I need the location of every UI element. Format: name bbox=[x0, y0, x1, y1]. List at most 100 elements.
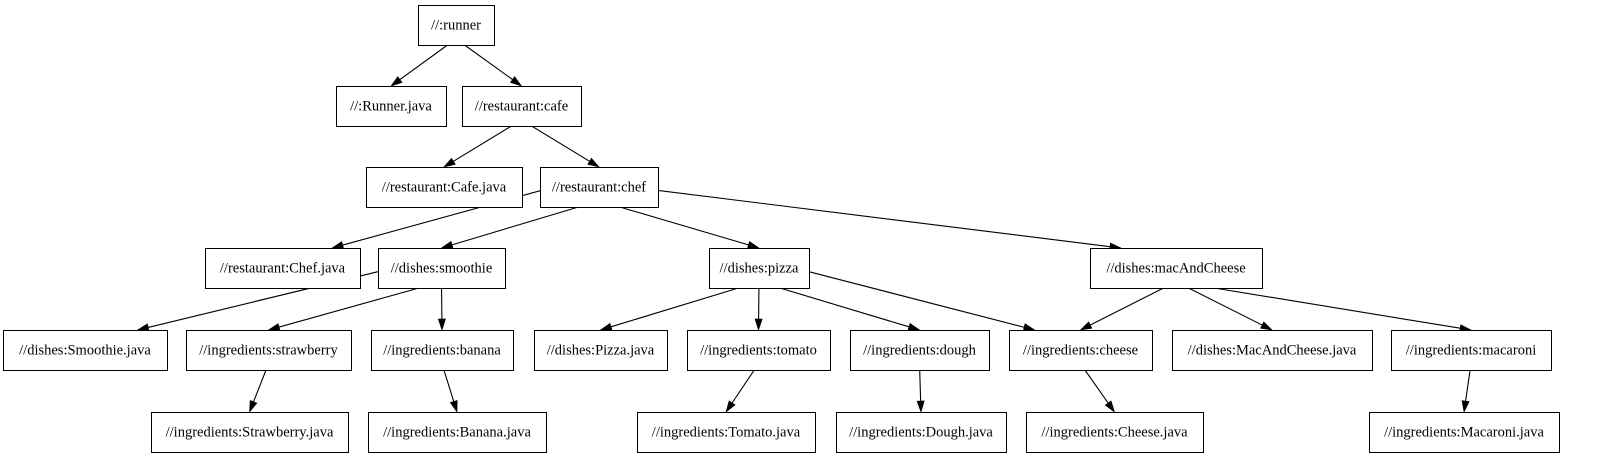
graph-node[interactable]: //ingredients:cheese bbox=[1009, 330, 1153, 371]
graph-node[interactable]: //ingredients:Banana.java bbox=[368, 412, 547, 453]
graph-edge bbox=[1084, 369, 1116, 413]
graph-node[interactable]: //restaurant:chef bbox=[540, 167, 659, 208]
graph-edge bbox=[1461, 369, 1471, 413]
graph-node[interactable]: //dishes:Pizza.java bbox=[534, 330, 668, 371]
node-box[interactable] bbox=[371, 330, 514, 371]
node-box[interactable] bbox=[368, 412, 547, 453]
edge-arrowhead-icon bbox=[437, 318, 446, 331]
edge-arrowhead-icon bbox=[754, 318, 763, 331]
node-box[interactable] bbox=[186, 330, 352, 371]
node-box[interactable] bbox=[151, 412, 349, 453]
node-box[interactable] bbox=[850, 330, 990, 371]
edge-line bbox=[655, 189, 1111, 248]
node-box[interactable] bbox=[540, 167, 659, 208]
edge-line bbox=[806, 270, 1025, 328]
node-box[interactable] bbox=[1172, 330, 1373, 371]
graph-node[interactable]: //ingredients:Cheese.java bbox=[1026, 412, 1204, 453]
graph-node[interactable]: //dishes:MacAndCheese.java bbox=[1172, 330, 1373, 371]
graph-node[interactable]: //ingredients:dough bbox=[850, 330, 990, 371]
edge-arrowhead-icon bbox=[440, 240, 454, 249]
edge-line bbox=[1465, 369, 1471, 402]
graph-edge bbox=[437, 287, 446, 331]
node-box[interactable] bbox=[462, 86, 582, 127]
edge-line bbox=[919, 369, 922, 402]
graph-node[interactable]: //restaurant:cafe bbox=[462, 86, 582, 127]
graph-node[interactable]: //dishes:smoothie bbox=[378, 248, 506, 289]
edge-line bbox=[531, 125, 590, 162]
edge-arrowhead-icon bbox=[587, 157, 600, 168]
edge-line bbox=[453, 125, 512, 162]
graph-edge bbox=[267, 287, 420, 331]
edge-arrowhead-icon bbox=[390, 76, 403, 87]
node-box[interactable] bbox=[709, 248, 810, 289]
edge-line bbox=[464, 44, 513, 81]
graph-node[interactable]: //restaurant:Chef.java bbox=[205, 248, 361, 289]
edge-arrowhead-icon bbox=[725, 400, 736, 413]
edge-arrowhead-icon bbox=[331, 241, 345, 249]
edge-line bbox=[619, 206, 749, 246]
edge-line bbox=[610, 287, 739, 328]
node-box[interactable] bbox=[637, 412, 816, 453]
node-box[interactable] bbox=[3, 330, 168, 371]
edge-line bbox=[399, 44, 448, 80]
node-box[interactable] bbox=[1369, 412, 1560, 453]
edge-line bbox=[451, 206, 579, 246]
edge-line bbox=[779, 287, 910, 328]
edge-line bbox=[1090, 287, 1164, 326]
graph-edge bbox=[806, 270, 1036, 332]
graph-node[interactable]: //:runner bbox=[418, 5, 495, 46]
edge-arrowhead-icon bbox=[907, 322, 921, 331]
edge-arrowhead-icon bbox=[449, 400, 458, 413]
node-box[interactable] bbox=[1026, 412, 1204, 453]
edge-line bbox=[731, 369, 755, 404]
graph-node[interactable]: //dishes:macAndCheese bbox=[1090, 248, 1263, 289]
graph-node[interactable]: //ingredients:Macaroni.java bbox=[1369, 412, 1560, 453]
node-box[interactable] bbox=[366, 167, 523, 208]
graph-node[interactable]: //dishes:pizza bbox=[709, 248, 810, 289]
edge-arrowhead-icon bbox=[1260, 321, 1273, 331]
graph-edge bbox=[655, 189, 1122, 251]
node-box[interactable] bbox=[1391, 330, 1552, 371]
edge-arrowhead-icon bbox=[267, 323, 281, 331]
graph-node[interactable]: //ingredients:tomato bbox=[687, 330, 831, 371]
edge-arrowhead-icon bbox=[136, 323, 150, 332]
edge-line bbox=[1084, 369, 1109, 404]
graph-node[interactable]: //restaurant:Cafe.java bbox=[366, 167, 523, 208]
node-box[interactable] bbox=[418, 5, 495, 46]
edge-arrowhead-icon bbox=[443, 157, 456, 168]
graph-node[interactable]: //ingredients:Tomato.java bbox=[637, 412, 816, 453]
node-box[interactable] bbox=[205, 248, 361, 289]
node-box[interactable] bbox=[1090, 248, 1263, 289]
edge-line bbox=[1214, 287, 1461, 329]
edge-arrowhead-icon bbox=[916, 400, 925, 413]
edge-arrowhead-icon bbox=[1104, 400, 1116, 413]
node-box[interactable] bbox=[336, 86, 447, 127]
node-box[interactable] bbox=[378, 248, 506, 289]
graph-node[interactable]: //ingredients:Dough.java bbox=[836, 412, 1007, 453]
graph-edge bbox=[599, 287, 739, 331]
graph-node[interactable]: //ingredients:Strawberry.java bbox=[151, 412, 349, 453]
node-box[interactable] bbox=[836, 412, 1007, 453]
graph-node[interactable]: //ingredients:strawberry bbox=[186, 330, 352, 371]
edge-line bbox=[1188, 287, 1263, 326]
node-box[interactable] bbox=[1009, 330, 1153, 371]
edge-arrowhead-icon bbox=[249, 400, 258, 413]
graph-node[interactable]: //dishes:Smoothie.java bbox=[3, 330, 168, 371]
node-box[interactable] bbox=[534, 330, 668, 371]
graph-node[interactable]: //:Runner.java bbox=[336, 86, 447, 127]
edge-arrowhead-icon bbox=[1079, 321, 1093, 331]
graph-edge bbox=[1079, 287, 1164, 331]
graph-node[interactable]: //ingredients:macaroni bbox=[1391, 330, 1552, 371]
graph-node[interactable]: //ingredients:banana bbox=[371, 330, 514, 371]
graph-edge bbox=[249, 369, 267, 413]
node-box[interactable] bbox=[687, 330, 831, 371]
edge-arrowhead-icon bbox=[1022, 323, 1036, 332]
graph-edge bbox=[916, 369, 925, 413]
graph-edge bbox=[531, 125, 600, 168]
edge-line bbox=[443, 369, 455, 402]
graph-edge bbox=[443, 369, 458, 413]
edge-arrowhead-icon bbox=[747, 240, 760, 249]
graph-edge bbox=[390, 44, 448, 87]
